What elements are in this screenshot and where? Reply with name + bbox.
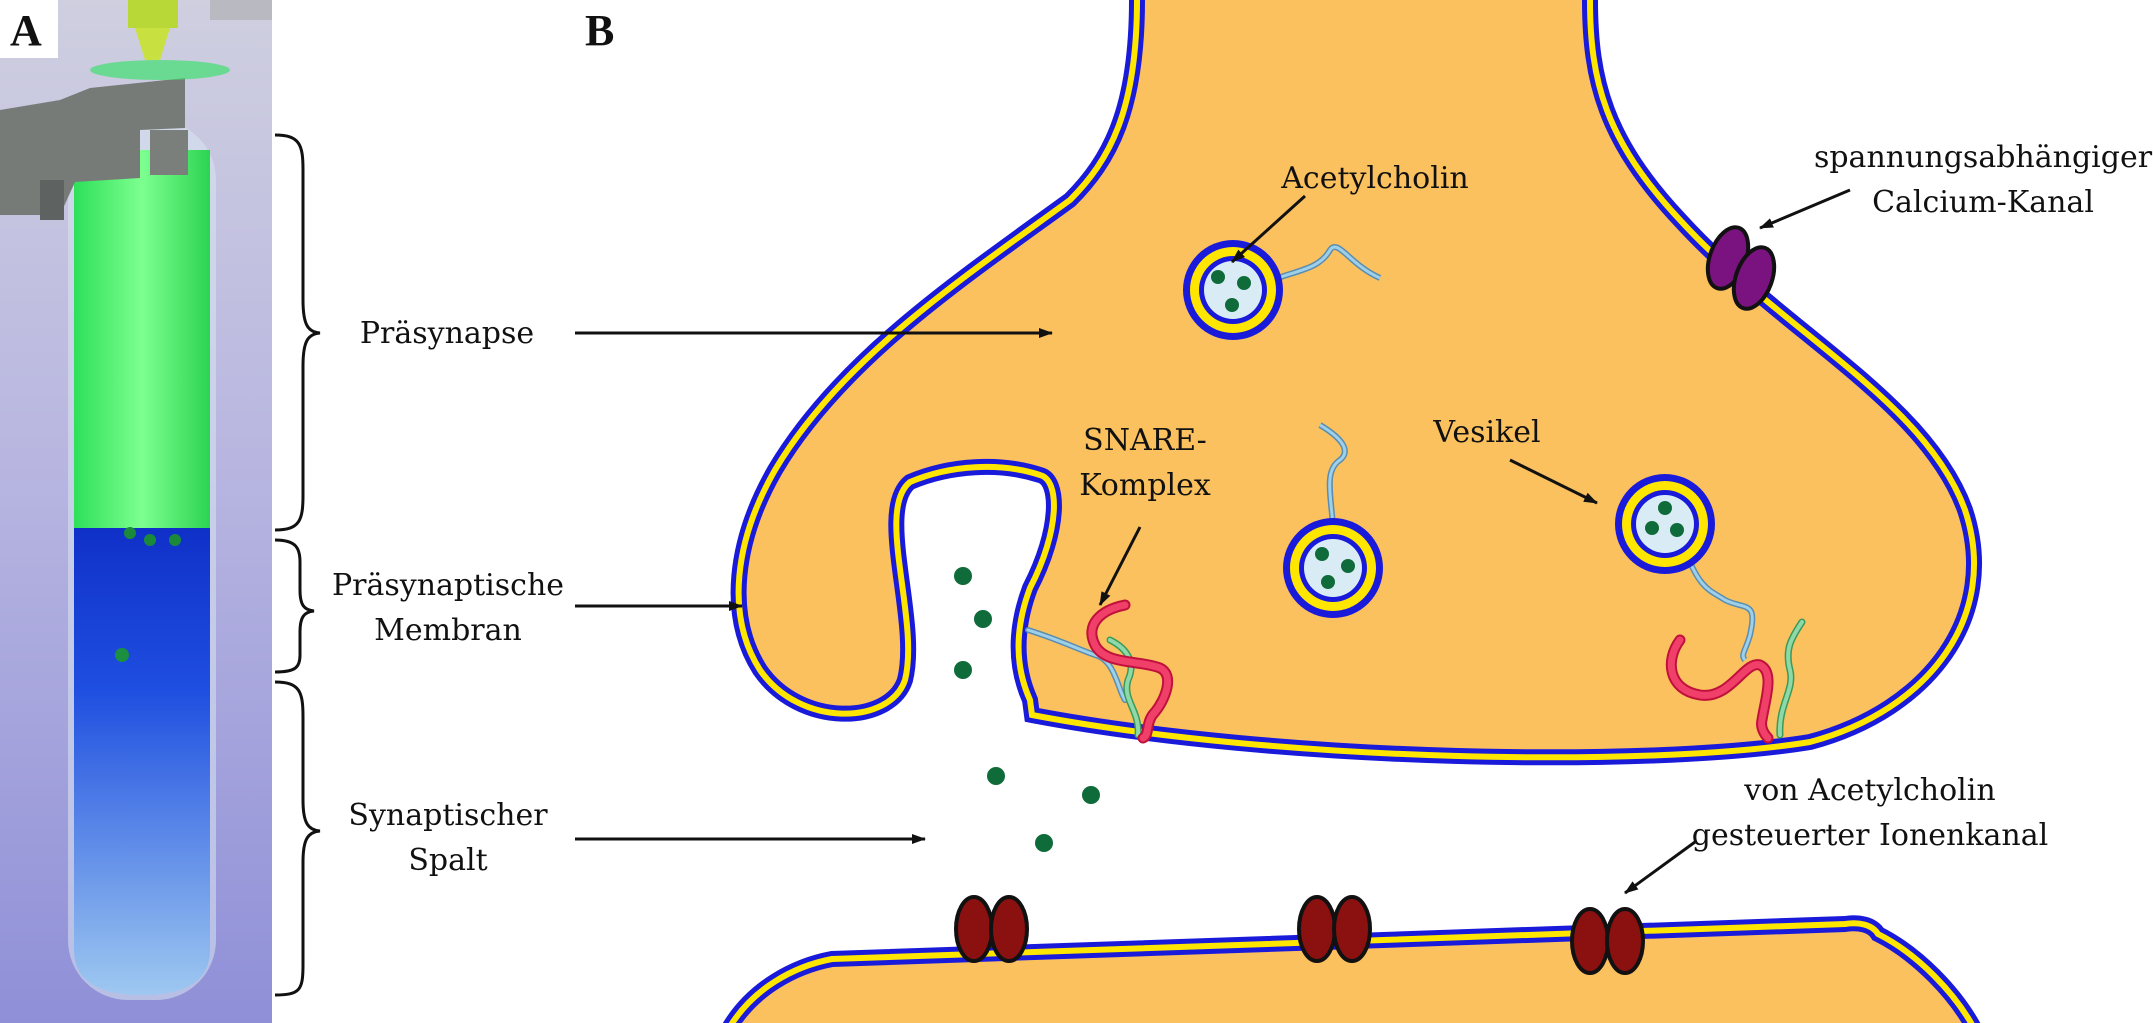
arrow-calcium: [1759, 188, 1851, 230]
arrows: [575, 188, 1851, 895]
label-snare-line1: SNARE-: [1083, 423, 1207, 458]
vesicle-right: [1615, 474, 1756, 663]
released-acetylcholin: [954, 567, 1100, 852]
vesicle-center: [1283, 422, 1383, 618]
arrow-vesikel: [1509, 458, 1598, 505]
ion-channel-2: [1297, 895, 1372, 963]
ion-channel-3: [1570, 907, 1645, 975]
label-ionen-line2: gesteuerter Ionenkanal: [1692, 818, 2048, 853]
arrow-ionenkanal: [1624, 840, 1696, 895]
label-membran-line2: Membran: [374, 613, 522, 648]
brace-membran: [274, 538, 315, 674]
label-praesynapse: Präsynapse: [360, 316, 534, 351]
label-ionen-line1: von Acetylcholin: [1743, 773, 1995, 808]
blue-layer: [74, 528, 210, 995]
brace-spalt: [274, 680, 321, 997]
panel-a-label: A: [0, 0, 58, 58]
panel-a-letter: A: [10, 6, 42, 55]
label-vesikel: Vesikel: [1432, 415, 1540, 450]
label-spalt-line2: Spalt: [408, 843, 487, 878]
photo-test-tube: [0, 0, 272, 1023]
green-layer: [74, 150, 210, 528]
calcium-channel: [1705, 225, 1777, 311]
label-calcium-line1: spannungsabhängiger: [1814, 140, 2153, 175]
arrow-acetylcholin: [1230, 194, 1307, 264]
braces: [274, 133, 321, 997]
snare-complex-left: [1025, 599, 1174, 744]
label-membran-line1: Präsynaptische: [332, 568, 564, 603]
label-spalt-line1: Synaptischer: [348, 798, 548, 833]
vesicle-acetylcholin: [1183, 240, 1382, 340]
label-snare-line2: Komplex: [1079, 468, 1211, 503]
ion-channel-1: [954, 895, 1029, 963]
label-calcium-line2: Calcium-Kanal: [1872, 185, 2094, 220]
snare-complex-right: [1665, 618, 1806, 744]
brace-praesynapse: [274, 133, 321, 532]
postsynapse: [722, 915, 1981, 1023]
labels: Präsynapse Präsynaptische Membran Synapt…: [332, 140, 2153, 878]
panel-b-letter: B: [585, 6, 614, 55]
arrow-snare: [1098, 526, 1142, 606]
label-acetylcholin: Acetylcholin: [1280, 161, 1469, 196]
